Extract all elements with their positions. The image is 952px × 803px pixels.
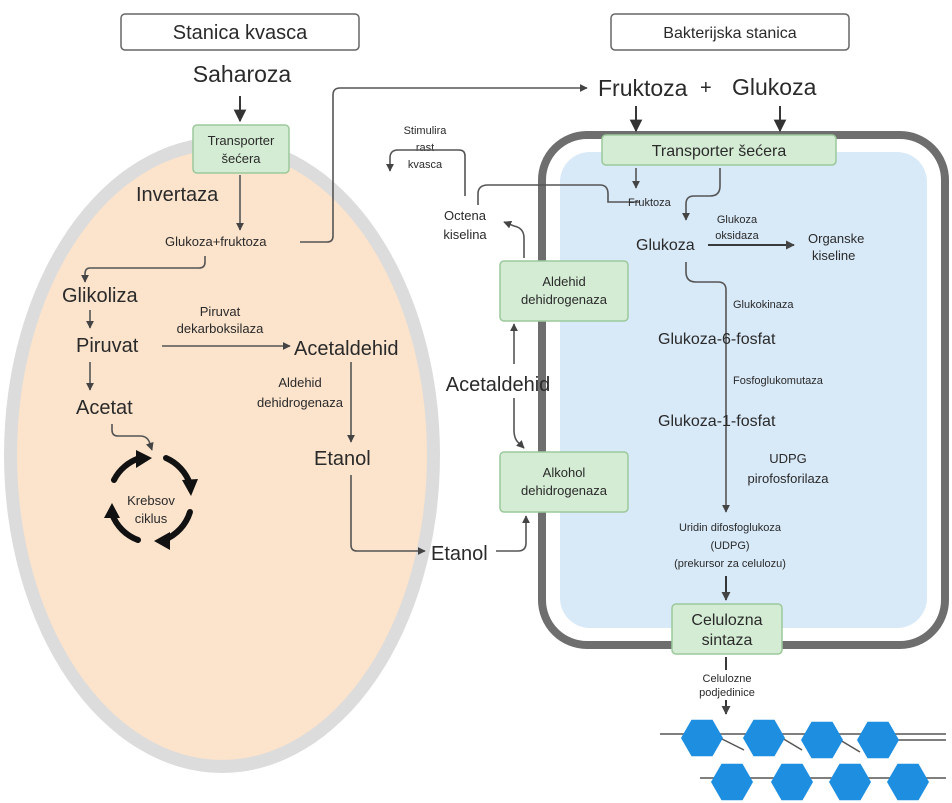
cellulose-hexagon	[857, 721, 899, 759]
middle-aldehyde-dh-line2: dehidrogenaza	[521, 292, 608, 307]
middle-aldehyde-dh-box: Aldehid dehidrogenaza	[499, 260, 629, 322]
middle-ethanol-label: Etanol	[431, 543, 488, 565]
bacterial-cytoplasm	[560, 152, 927, 628]
acetic-acid-line2: kiselina	[443, 227, 487, 242]
cellulose-subunits-line1: Celulozne	[703, 673, 752, 685]
yeast-ethanol-label: Etanol	[314, 448, 371, 470]
cellulose-synthase-line2: sintaza	[702, 632, 753, 649]
bacterial-cell	[538, 131, 949, 649]
krebs-line1: Krebsov	[127, 493, 175, 508]
bacterial-transporter-label: Transporter šećera	[652, 143, 787, 160]
ethanol-to-adh-arrow	[496, 515, 530, 552]
udpg-pyro-line1: UDPG	[769, 451, 807, 466]
cellulose-hexagon	[829, 763, 871, 801]
acetic-acid-line1: Octena	[444, 208, 487, 223]
yeast-cell	[4, 137, 440, 773]
phosphoglucomutase-label: Fosfoglukomutaza	[733, 375, 824, 387]
yeast-aldehyde-dh-line2: dehidrogenaza	[257, 395, 344, 410]
glycolysis-arrow	[81, 256, 206, 283]
plus-sign: +	[700, 77, 712, 99]
stimulates-line1: Stimulira	[404, 125, 448, 137]
cellulose-hexagon	[681, 719, 723, 757]
udpg-pyro-line2: pirofosforilaza	[748, 471, 830, 486]
bacterial-title: Bakterijska stanica	[663, 25, 796, 42]
bacterial-title-box: Bakterijska stanica	[610, 13, 850, 51]
cellulose-hexagon	[887, 763, 929, 801]
yeast-aldehyde-dh-line1: Aldehid	[278, 375, 321, 390]
fructose-small-label: Fruktoza	[628, 197, 672, 209]
glycolysis-label: Glikoliza	[62, 285, 138, 307]
acetate-label: Acetat	[76, 397, 133, 419]
krebs-arrowhead	[136, 450, 152, 468]
cellulose-hexagon	[743, 719, 785, 757]
acetic-acid-link	[477, 184, 640, 205]
middle-aldehyde-dh-line1: Aldehid	[542, 274, 585, 289]
fructose-label: Fruktoza	[598, 75, 688, 101]
krebs-arrowhead	[154, 532, 170, 550]
udpg-line1: Uridin difosfoglukoza	[679, 522, 782, 534]
bacterial-transporter-box: Transporter šećera	[601, 134, 837, 166]
invertase-label: Invertaza	[136, 184, 219, 206]
acetaldehyde-label: Acetaldehid	[294, 338, 399, 360]
cellulose-bond	[839, 739, 861, 753]
stimulates-arrow	[386, 149, 466, 196]
organic-acids-line1: Organske	[808, 231, 864, 246]
to-krebs-arrow	[111, 424, 154, 451]
pyruvate-decarboxylase-line2: dekarboksilaza	[177, 321, 264, 336]
krebs-arrowhead	[104, 503, 120, 518]
alcohol-dh-box: Alkohol dehidrogenaza	[499, 451, 629, 513]
g6p-label: Glukoza-6-fosfat	[658, 331, 776, 348]
glucose-inner-arrow	[682, 168, 721, 221]
cellulose-bond	[781, 737, 803, 751]
cellulose-subunits-line2: podjedinice	[699, 687, 755, 699]
to-acetic-acid-arrow	[503, 220, 525, 258]
cellulose-hexagon	[771, 763, 813, 801]
pyruvate-label: Piruvat	[76, 335, 139, 357]
udpg-line2: (UDPG)	[710, 540, 749, 552]
cellulose-hexagon	[711, 763, 753, 801]
stimulates-line3: kvasca	[408, 159, 443, 171]
organic-acids-line2: kiseline	[812, 248, 855, 263]
cellulose-synthase-line1: Celulozna	[691, 612, 762, 629]
glucose-oxidase-line2: oksidaza	[715, 230, 759, 242]
glucose-label: Glukoza	[732, 74, 817, 100]
cellulose-synthase-box: Celulozna sintaza	[671, 603, 783, 655]
pyruvate-decarboxylase-line1: Piruvat	[200, 304, 241, 319]
alcohol-dh-line1: Alkohol	[543, 465, 586, 480]
ethanol-export-arrow	[350, 475, 426, 555]
cellulose-bond	[719, 737, 745, 751]
glucose-oxidase-line1: Glukoza	[717, 214, 758, 226]
glucose-fructose-label: Glukoza+fruktoza	[165, 234, 267, 249]
krebs-arrowhead	[182, 479, 198, 496]
yeast-cytoplasm	[17, 150, 427, 760]
g1p-label: Glukoza-1-fosfat	[658, 413, 776, 430]
stimulates-line2: rast	[416, 142, 434, 154]
middle-acetaldehyde-label: Acetaldehid	[446, 374, 551, 396]
main-pathway-arrow	[685, 262, 730, 513]
yeast-title-box: Stanica kvasca	[120, 13, 360, 51]
krebs-cycle: Krebsov ciklus	[104, 450, 198, 550]
yeast-transporter-line1: Transporter	[208, 133, 275, 148]
glucokinase-label: Glukokinaza	[733, 299, 794, 311]
udpg-line3: (prekursor za celulozu)	[674, 558, 786, 570]
acetaldehyde-down-link	[513, 398, 525, 449]
alcohol-dh-line2: dehidrogenaza	[521, 483, 608, 498]
cellulose-hexagon	[801, 721, 843, 759]
yeast-transporter-box: Transporter šećera	[192, 124, 290, 174]
sucrose-label: Saharoza	[193, 61, 292, 87]
yeast-title: Stanica kvasca	[173, 22, 308, 44]
glucose-inner-label: Glukoza	[636, 237, 695, 254]
krebs-line2: ciklus	[135, 511, 168, 526]
export-sugars-arrow	[300, 84, 588, 243]
yeast-transporter-line2: šećera	[221, 151, 261, 166]
cellulose-polymer	[660, 719, 946, 801]
